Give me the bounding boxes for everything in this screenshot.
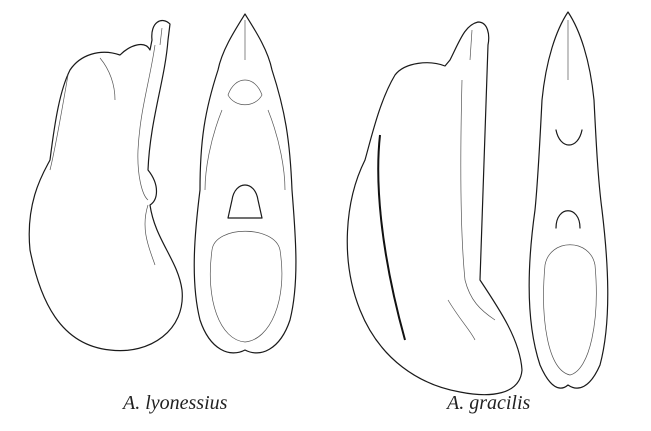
gracilis-lateral-view xyxy=(346,21,523,396)
species-label-gracilis: A. gracilis xyxy=(447,392,531,414)
gracilis-dorsal-view xyxy=(528,11,609,389)
lyonessius-dorsal-view xyxy=(193,13,297,354)
species-label-lyonessius: A. lyonessius xyxy=(123,392,228,414)
lyonessius-lateral-view xyxy=(28,19,183,352)
